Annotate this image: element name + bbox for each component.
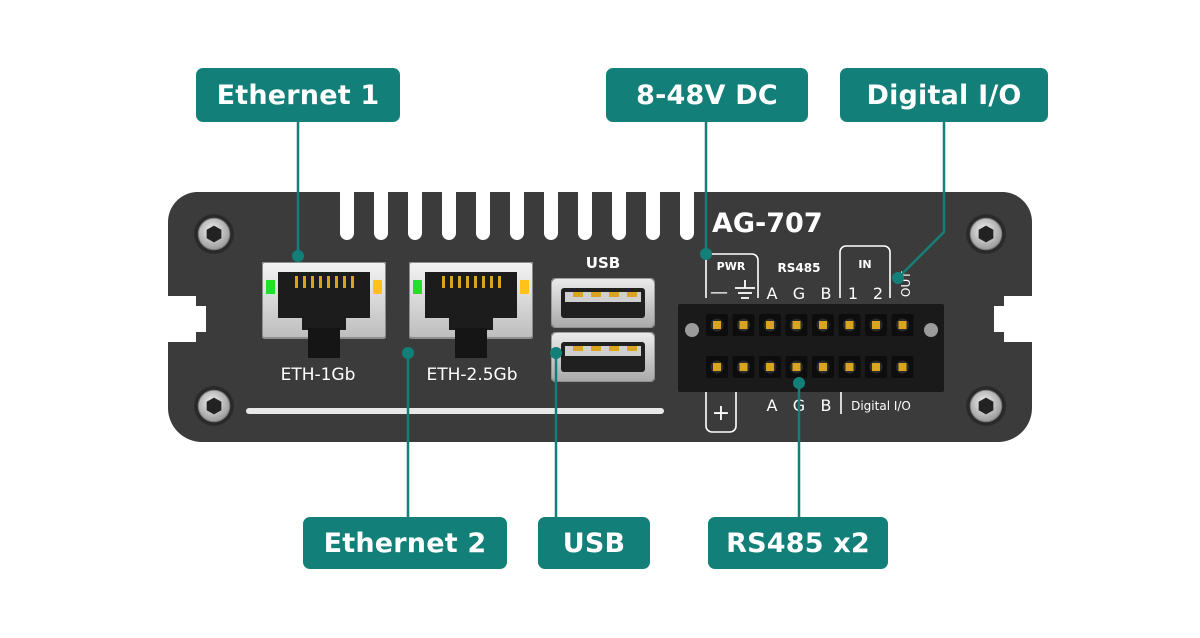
terminal-pin bbox=[732, 356, 755, 378]
terminal-pin bbox=[759, 314, 781, 336]
terminal-pin bbox=[865, 314, 887, 336]
ground-icon bbox=[735, 280, 755, 299]
pwr-label: PWR bbox=[717, 260, 746, 273]
callout-rs485: RS485 x2 bbox=[708, 517, 888, 569]
in-label: IN bbox=[858, 258, 871, 271]
in-bracket bbox=[839, 245, 891, 298]
in-2: 2 bbox=[873, 284, 883, 303]
terminal-pin bbox=[732, 314, 755, 336]
rs485-top-g: G bbox=[793, 284, 805, 303]
callout-digital-io: Digital I/O bbox=[840, 68, 1048, 122]
usb-port-top bbox=[551, 278, 655, 328]
terminal-pin bbox=[785, 314, 808, 336]
eth2-label: ETH-2.5Gb bbox=[426, 365, 517, 385]
callout-power: 8-48V DC bbox=[606, 68, 808, 122]
pwr-bracket-bottom bbox=[705, 380, 737, 433]
model-name: AG-707 bbox=[712, 208, 823, 239]
terminal-pin bbox=[785, 356, 808, 378]
terminal-pin bbox=[812, 356, 834, 378]
callout-usb: USB bbox=[538, 517, 650, 569]
rs485-top-b: B bbox=[821, 284, 832, 303]
leader-digital-io bbox=[897, 122, 946, 279]
hex-screw-icon bbox=[193, 213, 235, 255]
digital-io-panel-label: Digital I/O bbox=[851, 399, 911, 413]
rs485-bottom-a: A bbox=[767, 396, 778, 415]
callout-ethernet-2: Ethernet 2 bbox=[303, 517, 507, 569]
terminal-pin bbox=[812, 314, 834, 336]
hex-screw-icon bbox=[965, 385, 1007, 427]
rs485-top-a: A bbox=[767, 284, 778, 303]
usb-port-label: USB bbox=[586, 254, 620, 272]
terminal-pin bbox=[891, 356, 914, 378]
terminal-pin bbox=[838, 314, 861, 336]
terminal-pin bbox=[706, 356, 728, 378]
eth1-label: ETH-1Gb bbox=[281, 365, 356, 385]
hex-screw-icon bbox=[193, 385, 235, 427]
rs485-label: RS485 bbox=[778, 261, 821, 275]
terminal-pin bbox=[865, 356, 887, 378]
callout-ethernet-1: Ethernet 1 bbox=[196, 68, 400, 122]
light-strip bbox=[246, 408, 664, 414]
hex-screw-icon bbox=[965, 213, 1007, 255]
pwr-plus: + bbox=[712, 401, 730, 426]
cooling-fins bbox=[340, 186, 694, 240]
pwr-minus: — bbox=[710, 282, 728, 303]
terminal-pin bbox=[706, 314, 728, 336]
left-notch bbox=[168, 296, 206, 342]
rs485-bottom-b: B bbox=[821, 396, 832, 415]
right-notch bbox=[994, 296, 1032, 342]
terminal-pin bbox=[838, 356, 861, 378]
usb-port-bottom bbox=[551, 332, 655, 382]
terminal-pin bbox=[759, 356, 781, 378]
terminal-pin bbox=[891, 314, 914, 336]
leader-lines bbox=[292, 122, 946, 517]
in-1: 1 bbox=[848, 284, 858, 303]
